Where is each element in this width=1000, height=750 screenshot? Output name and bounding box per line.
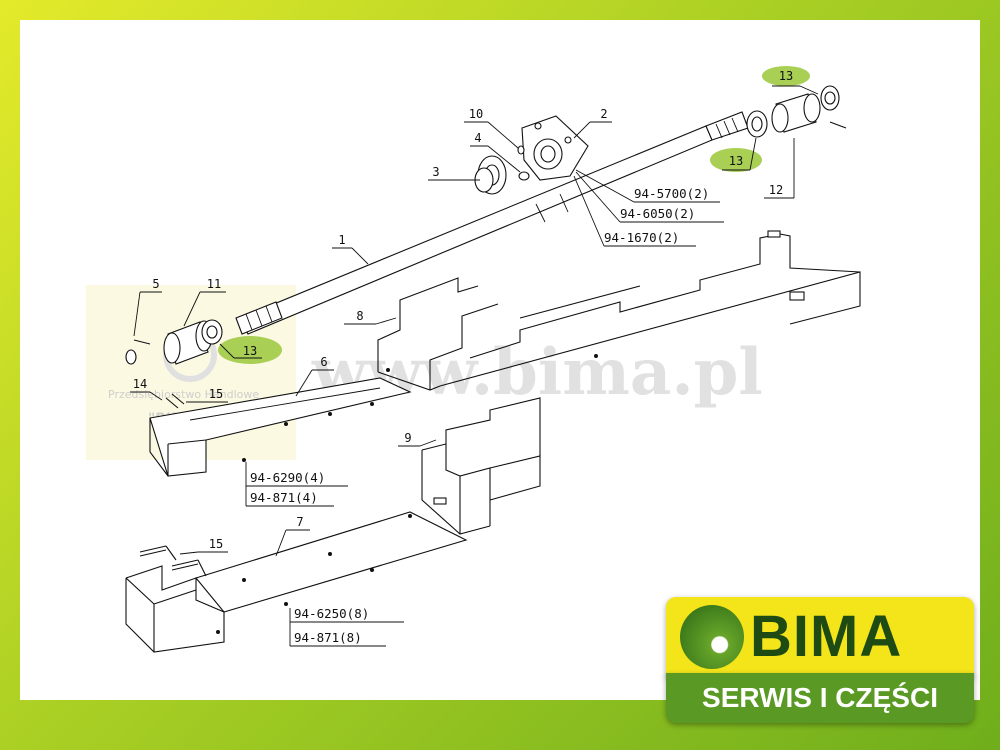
logo-top-panel: BIMA [666,597,974,677]
ref-94-1670: 94-1670(2) [604,230,679,245]
callout-6: 6 [320,355,327,369]
ref-94-5700: 94-5700(2) [634,186,709,201]
callout-11: 11 [207,277,221,291]
callout-13-top: 13 [779,69,793,83]
panel-7 [125,511,468,653]
flange-bearing [474,155,507,195]
panel-8 [377,230,861,391]
bearing-housing [521,115,589,181]
leader-lines [130,85,819,647]
callout-15-bottom: 15 [209,537,223,551]
coupling-right [746,85,847,138]
ref-94-6290: 94-6290(4) [250,470,325,485]
panel-9 [421,397,541,535]
callout-14: 14 [133,377,147,391]
logo-bottom-panel: SERWIS I CZĘŚCI [666,673,974,723]
callout-8: 8 [356,309,363,323]
callout-10: 10 [469,107,483,121]
logo-tagline: SERWIS I CZĘŚCI [702,682,938,713]
callout-5: 5 [152,277,159,291]
callout-9: 9 [404,431,411,445]
coupling-left [125,319,223,365]
logo-ball-icon [680,605,744,669]
highlight-13-top [762,66,810,86]
bima-logo: BIMA SERWIS I CZĘŚCI [666,597,974,725]
part-4-nut [518,171,530,181]
callout-13-mid: 13 [729,154,743,168]
main-shaft [235,111,749,335]
callout-2: 2 [600,107,607,121]
part-10-pin [517,145,525,155]
ref-94-871-b: 94-871(8) [294,630,362,645]
watermark-small-text: Przedsiębiorstwo Handlowe [108,388,259,401]
callout-15-top: 15 [209,387,223,401]
callout-labels: 1 2 3 4 5 6 7 8 9 10 11 12 13 13 13 14 1… [133,69,793,551]
highlight-13-mid [710,148,762,172]
callout-3: 3 [432,165,439,179]
callout-4: 4 [474,131,481,145]
ref-94-871-a: 94-871(4) [250,490,318,505]
trough-6 [149,377,412,477]
logo-brand: BIMA [750,604,903,669]
callout-13-left: 13 [243,344,257,358]
ref-94-6250: 94-6250(8) [294,606,369,621]
watermark: Przedsiębiorstwo Handlowe "BIMA" www.bim… [86,285,763,460]
reference-codes: 94-5700(2) 94-6050(2) 94-1670(2) 94-6290… [250,186,709,645]
callout-7: 7 [296,515,303,529]
ref-94-6050: 94-6050(2) [620,206,695,221]
highlight-13-left [218,336,282,364]
callout-1: 1 [338,233,345,247]
callout-12: 12 [769,183,783,197]
